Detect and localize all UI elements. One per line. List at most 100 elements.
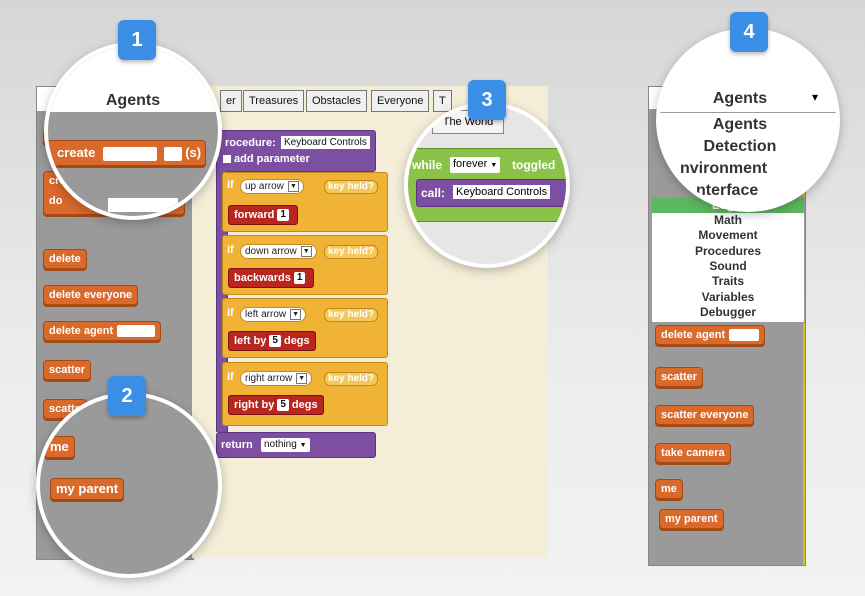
key-held-label: key held? — [324, 308, 379, 322]
delete-everyone-block[interactable]: delete everyone — [43, 285, 139, 305]
chevron-down-icon: ▼ — [296, 372, 308, 384]
backwards-label: backwards — [234, 272, 291, 284]
my-parent-block-right[interactable]: my parent — [659, 509, 724, 529]
left-by-label: left by — [234, 335, 267, 347]
key-select-right[interactable]: right arrow▼ — [240, 371, 313, 386]
while-select[interactable]: forever ▼ — [450, 157, 501, 173]
zoom-chevron-down-icon[interactable]: ▾ — [812, 90, 819, 104]
delete-agent-label-right: delete agent — [661, 329, 726, 341]
return-value: nothing — [264, 439, 297, 450]
forward-amount-field[interactable]: 1 — [277, 209, 289, 222]
callout-badge-2: 2 — [108, 376, 146, 416]
zoom-my-parent-block[interactable]: my parent — [50, 478, 125, 500]
while-label: while — [412, 158, 443, 172]
callout-badge-1: 1 — [118, 20, 156, 60]
delete-agent-block-right[interactable]: delete agent — [655, 325, 766, 345]
agent-slot-right[interactable] — [729, 329, 760, 342]
zoom-circle-category: Agents create (s) — [44, 42, 222, 220]
if-block-up[interactable]: if up arrow▼ key held? — [222, 172, 388, 232]
agent-slot[interactable] — [117, 325, 156, 338]
return-label: return — [221, 439, 253, 451]
scatter-block-right[interactable]: scatter — [655, 367, 704, 387]
take-camera-block-right[interactable]: take camera — [655, 443, 731, 463]
zoom-menu-item-agents[interactable]: Agents — [712, 116, 768, 133]
right-by-amount-field[interactable]: 5 — [277, 399, 289, 412]
key-select-up-label: up arrow — [245, 181, 284, 192]
delete-agent-block[interactable]: delete agent — [43, 321, 162, 341]
category-menu: Logic Math Movement Procedures Sound Tra… — [651, 197, 805, 323]
zoom-do-slot[interactable] — [108, 198, 178, 212]
call-block[interactable]: call: Keyboard Controls — [416, 179, 566, 207]
call-select[interactable]: Keyboard Controls — [453, 185, 551, 199]
zoom-create-count-slot[interactable] — [102, 146, 157, 161]
scrollbar[interactable] — [803, 109, 805, 565]
chevron-down-icon: ▼ — [299, 442, 307, 449]
key-held-label: key held? — [324, 180, 379, 194]
chevron-down-icon: ▼ — [287, 180, 299, 192]
chevron-down-icon: ▼ — [290, 308, 302, 320]
left-by-unit: degs — [283, 335, 310, 347]
backwards-amount-field[interactable]: 1 — [293, 272, 306, 285]
menu-item-debugger[interactable]: Debugger — [699, 305, 756, 319]
key-select-down[interactable]: down arrow▼ — [240, 244, 317, 259]
zoom-create-block[interactable]: create (s) — [48, 140, 207, 166]
scatter-everyone-block-right[interactable]: scatter everyone — [655, 405, 755, 425]
zoom-menu-category-label: Agents — [712, 90, 768, 107]
zoom-me-block[interactable]: me — [44, 436, 75, 458]
callout-badge-4: 4 — [730, 12, 768, 52]
menu-item-traits[interactable]: Traits — [711, 274, 744, 288]
return-select[interactable]: nothing ▼ — [261, 438, 310, 452]
procedure-block[interactable]: rocedure: Keyboard Controls add paramete… — [216, 130, 376, 172]
tab-everyone[interactable]: Everyone — [371, 90, 430, 112]
key-select-left[interactable]: left arrow▼ — [240, 307, 307, 322]
gear-icon[interactable] — [223, 155, 231, 163]
zoom-menu-item-interface[interactable]: nterface — [696, 182, 759, 199]
tab-the-world[interactable]: T — [433, 90, 452, 112]
zoom-circle-menu: Agents ▾ Agents Detection nvironment nte… — [656, 28, 840, 212]
left-by-amount-field[interactable]: 5 — [269, 335, 281, 348]
menu-item-variables[interactable]: Variables — [701, 290, 755, 304]
forward-label: forward — [234, 209, 275, 221]
if-block-right[interactable]: if right arrow▼ key held? — [222, 362, 388, 426]
if-label: if — [227, 307, 234, 319]
callout-badge-3: 3 — [468, 80, 506, 120]
add-parameter-label: add parameter — [234, 153, 310, 165]
scatter-block[interactable]: scatter — [43, 360, 92, 380]
menu-item-sound[interactable]: Sound — [709, 259, 747, 273]
while-value: forever — [453, 158, 488, 170]
key-select-right-label: right arrow — [245, 373, 293, 384]
return-block[interactable]: return nothing ▼ — [216, 432, 376, 458]
menu-item-procedures[interactable]: Procedures — [694, 244, 762, 258]
zoom-create-suffix: (s) — [185, 145, 202, 160]
zoom-chevron-down-icon[interactable] — [163, 146, 182, 161]
if-label: if — [227, 244, 234, 256]
menu-item-math[interactable]: Math — [714, 213, 742, 227]
menu-item-movement[interactable]: Movement — [698, 228, 758, 242]
toggled-label: toggled — [512, 158, 556, 172]
zoom-circle-blocks: me my parent — [36, 392, 222, 578]
zoom-menu-item-environment[interactable]: nvironment — [680, 160, 768, 177]
zoom-create-label: create — [57, 145, 96, 160]
chevron-down-icon: ▼ — [300, 245, 312, 257]
me-block-right[interactable]: me — [655, 479, 683, 499]
tab-player[interactable]: er — [220, 90, 242, 112]
tab-treasures[interactable]: Treasures — [243, 90, 305, 112]
key-held-label: key held? — [324, 245, 379, 259]
while-block[interactable]: while forever ▼ toggled call: Keyboard C… — [408, 148, 566, 222]
right-by-label: right by — [234, 399, 275, 411]
zoom-menu-header — [660, 88, 836, 113]
zoom-menu-item-detection[interactable]: Detection — [703, 138, 777, 155]
procedure-name-field[interactable]: Keyboard Controls — [281, 136, 370, 149]
right-by-unit: degs — [291, 399, 318, 411]
do-label: do — [49, 195, 63, 207]
key-select-up[interactable]: up arrow▼ — [240, 179, 304, 194]
if-label: if — [227, 179, 234, 191]
delete-block[interactable]: delete — [43, 249, 87, 269]
tab-obstacles[interactable]: Obstacles — [306, 90, 367, 112]
zoom-circle-world: The World while forever ▼ toggled call: … — [404, 102, 570, 268]
key-select-left-label: left arrow — [245, 309, 287, 320]
